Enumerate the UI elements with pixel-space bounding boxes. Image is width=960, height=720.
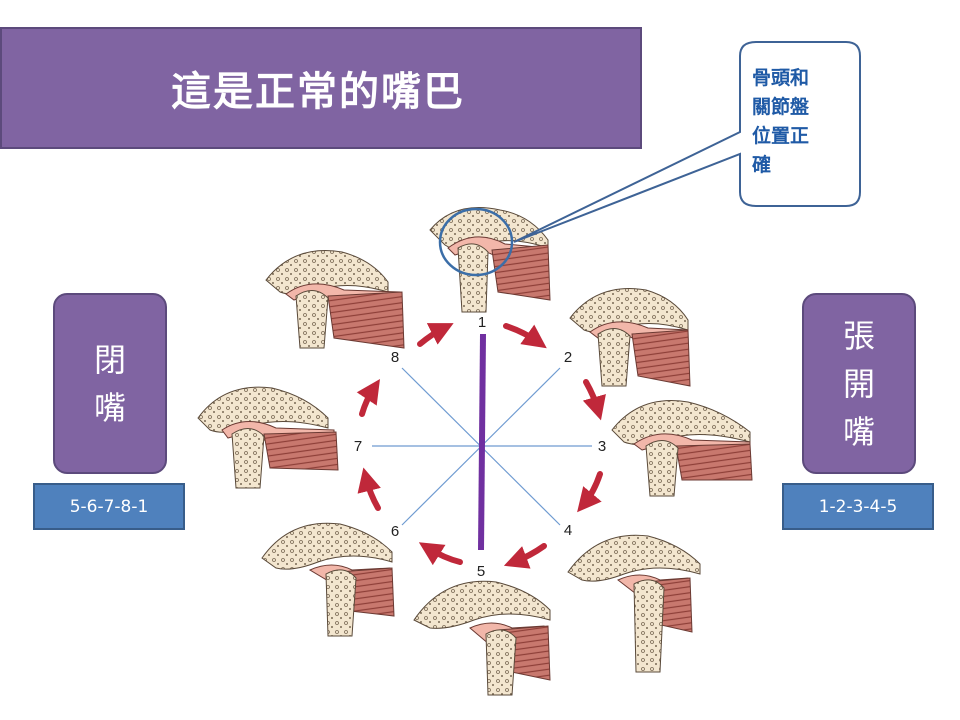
position-label-2: 2	[564, 349, 572, 366]
arrow-8-to-1	[417, 323, 454, 347]
joint-illustration-1	[429, 207, 551, 313]
arrow-2-to-3	[582, 379, 606, 421]
joint-illustration-2	[569, 288, 691, 387]
cycle-arrows	[356, 323, 606, 569]
position-label-1: 1	[478, 314, 486, 331]
position-label-4: 4	[564, 522, 572, 539]
open-mouth-label-char: 張	[842, 316, 875, 355]
arrow-3-to-4	[577, 471, 603, 513]
arrow-6-to-7	[357, 467, 381, 511]
position-label-7: 7	[354, 438, 362, 455]
open-mouth-sequence-text: 1-2-3-4-5	[818, 496, 898, 517]
callout-bubble	[513, 41, 861, 243]
arrow-4-to-5	[503, 543, 547, 569]
arrow-7-to-8	[356, 379, 380, 417]
position-label-5: 5	[477, 563, 485, 580]
joint-highlight-circle	[438, 207, 514, 277]
close-mouth-label-char: 嘴	[93, 388, 126, 427]
joint-illustration-8	[265, 250, 405, 349]
open-mouth-label-char: 開	[842, 364, 875, 403]
joint-illustration-4	[567, 534, 701, 673]
close-mouth-label-char: 閉	[93, 340, 126, 379]
close-mouth-panel: 閉 嘴	[53, 293, 167, 474]
joint-illustration-6	[261, 522, 395, 637]
title-banner: 這是正常的嘴巴	[0, 27, 642, 149]
position-label-6: 6	[391, 523, 399, 540]
open-mouth-label-char: 嘴	[842, 412, 875, 451]
position-labels: 1 2 3 4 5 6 7 8	[354, 314, 606, 580]
joint-illustration-7	[197, 386, 339, 489]
joint-illustration-5	[413, 580, 551, 696]
arrow-5-to-6	[418, 542, 463, 566]
page-title: 這是正常的嘴巴	[171, 69, 465, 115]
close-mouth-sequence: 5-6-7-8-1	[33, 483, 185, 530]
callout-line: 關節盤	[752, 96, 810, 118]
callout-text: 骨頭和 關節盤 位置正 確	[752, 64, 852, 180]
callout-line: 位置正	[752, 125, 810, 147]
callout-line: 骨頭和	[752, 67, 810, 89]
position-label-8: 8	[391, 349, 399, 366]
center-bar	[478, 333, 486, 551]
arrow-1-to-2	[503, 323, 547, 349]
open-mouth-panel: 張 開 嘴	[802, 293, 916, 474]
position-label-3: 3	[598, 438, 606, 455]
close-mouth-sequence-text: 5-6-7-8-1	[69, 496, 149, 517]
open-mouth-sequence: 1-2-3-4-5	[782, 483, 934, 530]
callout-line: 確	[752, 154, 772, 176]
joint-illustration-3	[611, 400, 753, 497]
